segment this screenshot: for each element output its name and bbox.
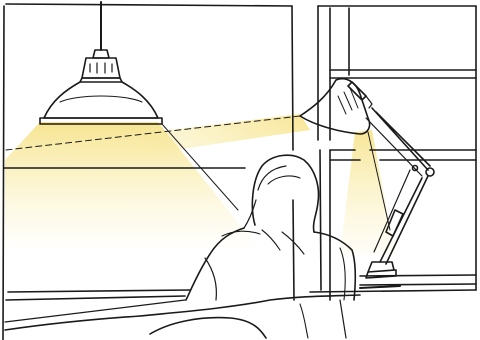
desk-lamp-shade: [300, 79, 370, 134]
window-right: [310, 6, 476, 300]
pendant-lamp: [40, 2, 162, 124]
person-head: [252, 155, 318, 232]
light-beams: [5, 114, 395, 255]
desk-surface: [5, 295, 360, 338]
desk-lamp-beam-down: [340, 130, 395, 255]
